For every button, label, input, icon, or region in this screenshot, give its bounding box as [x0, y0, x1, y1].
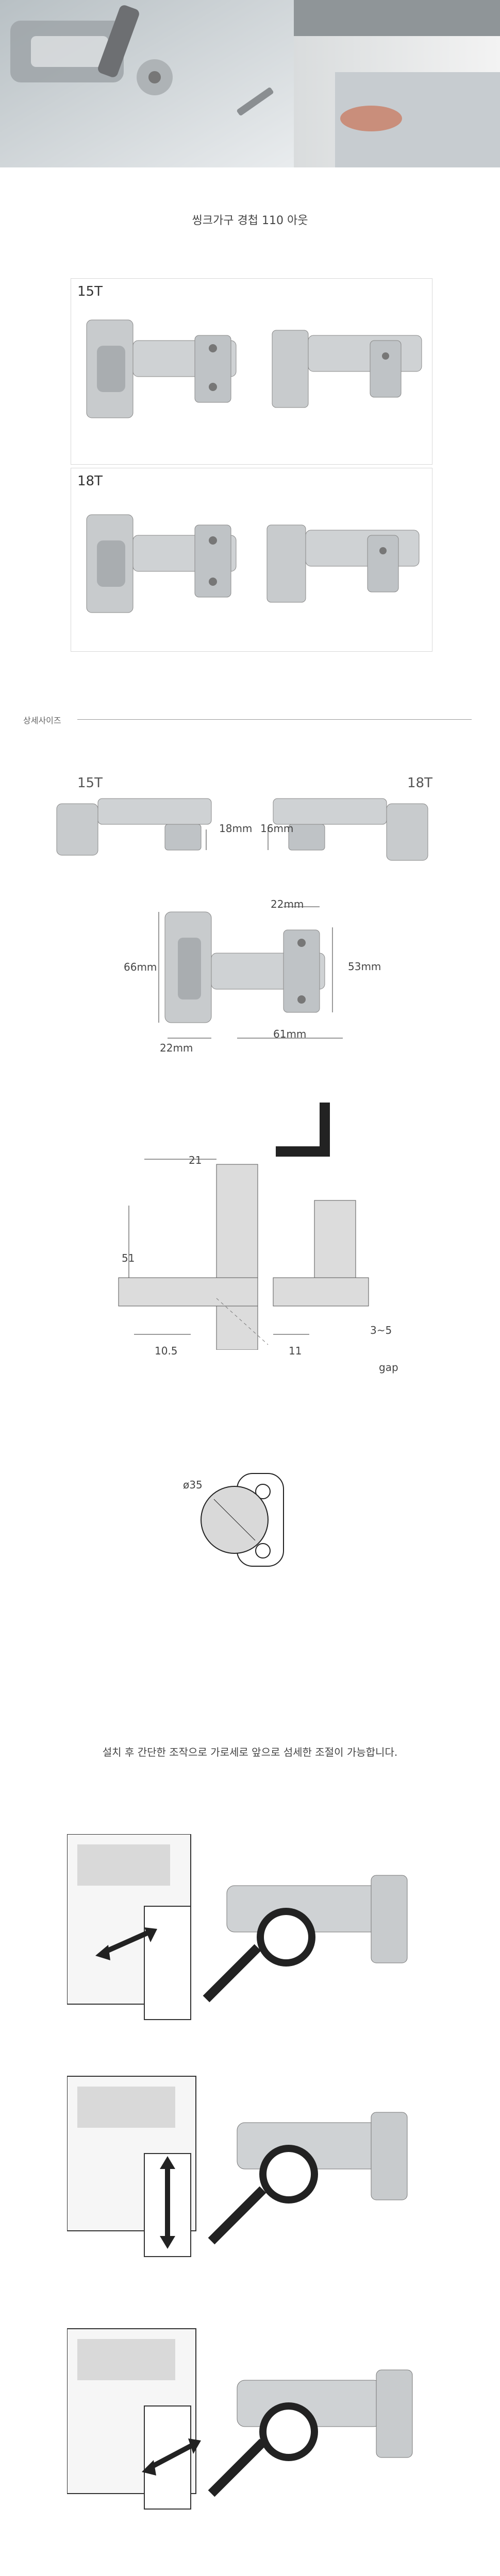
adjust-illustrations	[67, 1834, 413, 2510]
hinge-right-icon	[273, 798, 428, 861]
dim-21: 21	[189, 1154, 202, 1166]
hand-icon	[340, 106, 402, 131]
adjust-horizontal	[67, 1834, 408, 2020]
hinge-open-icon	[86, 514, 237, 613]
dim-3-5: 3~5	[370, 1324, 392, 1336]
hinge-side-icon	[266, 524, 420, 603]
variant-box-15t: 15T	[71, 278, 432, 465]
page-title: 씽크가구 경첩 110 아웃	[192, 214, 308, 227]
dim-top: 22mm	[271, 898, 304, 910]
variant-label: 15T	[77, 284, 103, 299]
hinge-18t-image	[86, 514, 420, 613]
dim-right-thickness: 16mm	[260, 822, 294, 835]
front-dimension-drawing	[158, 906, 343, 1039]
hinge-photo-icon	[10, 21, 124, 82]
hinge-left-icon	[56, 798, 212, 856]
dim-left-height: 66mm	[124, 961, 157, 973]
dim-phi-35: ø35	[183, 1479, 203, 1491]
side-label-right: 18T	[407, 775, 432, 791]
double-arrow-diagonal-icon	[142, 2438, 201, 2476]
detail-heading: 상세사이즈	[23, 716, 61, 725]
divider	[77, 719, 472, 720]
double-arrow-vertical-icon	[160, 2156, 175, 2249]
l-bracket-icon	[276, 1103, 330, 1157]
screw-icon	[237, 87, 274, 116]
top-banner	[0, 0, 500, 167]
dim-11: 11	[289, 1345, 302, 1357]
hinge-side-icon	[272, 330, 422, 408]
side-view-drawing	[56, 798, 428, 861]
adjust-vertical	[67, 2076, 408, 2257]
screwdriver-icon	[98, 5, 173, 95]
dim-bottom-left: 22mm	[160, 1042, 193, 1054]
dim-right-height: 53mm	[348, 960, 381, 973]
hole-drawing	[201, 1473, 284, 1567]
dim-gap: gap	[379, 1361, 398, 1374]
hinge-15t-image	[86, 319, 422, 418]
double-arrow-horizontal-icon	[95, 1927, 157, 1960]
hinge-open-icon	[86, 319, 237, 418]
adjust-description: 설치 후 간단한 조작으로 가로세로 앞으로 섬세한 조절이 가능합니다.	[102, 1746, 398, 1758]
dim-105: 10.5	[155, 1345, 178, 1357]
variant-box-18t: 18T	[71, 468, 432, 652]
dim-left-thickness: 18mm	[219, 822, 253, 835]
adjust-depth	[67, 2328, 413, 2510]
dim-51: 51	[122, 1252, 135, 1264]
variant-label: 18T	[77, 473, 103, 489]
dim-bottom-right: 61mm	[273, 1028, 307, 1040]
side-label-left: 15T	[77, 775, 103, 791]
installation-drawing	[118, 1103, 369, 1350]
